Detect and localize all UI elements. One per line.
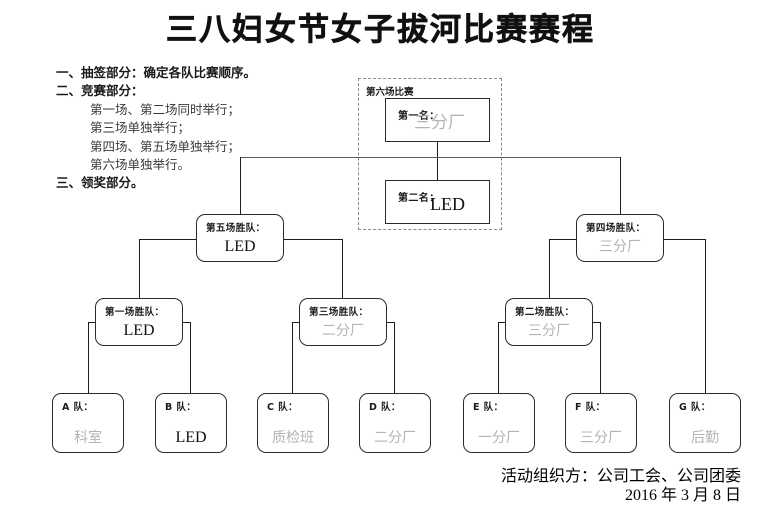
node-second-place-value: LED [430, 194, 465, 214]
connector-g3-right-arm [386, 322, 395, 323]
node-quarterfinal-game2-value: 三分厂 [528, 323, 570, 339]
final-round-group [358, 78, 502, 230]
node-second-place-caption: 第二名： [398, 193, 440, 204]
connector-g3-left-arm [292, 322, 300, 323]
node-semifinal-game4-value: 三分厂 [599, 239, 641, 255]
connector-g1-right-arm [182, 322, 191, 323]
rule-item-4: 第三场单独举行； [90, 120, 191, 136]
connector-g4-left-arm [549, 239, 577, 240]
node-team-a-value: 科室 [74, 430, 102, 446]
node-team-b: B 队： LED [155, 393, 227, 453]
node-team-g-caption: G 队： [679, 402, 711, 413]
rule-item-7: 三、领奖部分。 [56, 175, 144, 191]
connector-g5-left-drop [139, 239, 140, 300]
rule-item-3: 第一场、第二场同时举行； [90, 101, 241, 117]
rule-item-2: 二、竞赛部分： [56, 83, 144, 99]
page-title: 三八妇女节女子拔河比赛赛程 [166, 12, 595, 49]
node-semifinal-game4: 第四场胜队： 三分厂 [576, 214, 664, 262]
connector-g1-to-team-a [88, 322, 89, 394]
connector-g5-left-arm [139, 239, 197, 240]
footer-date: 2016 年 3 月 8 日 [624, 487, 741, 504]
node-team-d: D 队： 二分厂 [359, 393, 431, 453]
node-team-e: E 队： 一分厂 [463, 393, 535, 453]
node-first-place: 第一名： 三分厂 [385, 98, 490, 142]
connector-g4-left-drop [549, 239, 550, 300]
node-semifinal-game5-caption: 第五场胜队： [206, 223, 266, 234]
connector-g1-left-arm [88, 322, 96, 323]
connector-first-to-second [437, 141, 438, 180]
rules-list: 一、抽签部分：确定各队比赛顺序。 二、竞赛部分： 第一场、第二场同时举行； 第三… [56, 64, 356, 193]
node-semifinal-game5: 第五场胜队： LED [196, 214, 284, 262]
footer-organizer: 活动组织方：公司工会、公司团委 [500, 468, 741, 485]
connector-g5-right-arm [283, 239, 342, 240]
node-team-f: F 队： 三分厂 [565, 393, 637, 453]
node-team-c-value: 质检班 [272, 430, 314, 446]
node-quarterfinal-game1-value: LED [123, 322, 155, 339]
node-quarterfinal-game3-value: 二分厂 [322, 323, 364, 339]
connector-semifinal-right-drop [620, 157, 621, 216]
node-team-g: G 队： 后勤 [669, 393, 741, 453]
connector-g4-to-team-g [705, 239, 706, 394]
node-team-d-value: 二分厂 [374, 430, 416, 446]
connector-g5-right-drop [342, 239, 343, 300]
node-semifinal-game5-value: LED [224, 238, 256, 255]
node-team-c-caption: C 队： [267, 402, 298, 413]
rule-item-1: 一、抽签部分：确定各队比赛顺序。 [56, 65, 257, 80]
connector-semifinal-crossbar [240, 157, 621, 158]
node-team-a: A 队： 科室 [52, 393, 124, 453]
node-quarterfinal-game1-caption: 第一场胜队： [105, 307, 165, 318]
node-team-c: C 队： 质检班 [257, 393, 329, 453]
node-team-b-value: LED [175, 429, 207, 446]
connector-g2-right-arm [592, 322, 601, 323]
final-round-group-label: 第六场比赛 [366, 87, 414, 98]
node-quarterfinal-game2: 第二场胜队： 三分厂 [505, 298, 593, 346]
node-team-f-caption: F 队： [575, 402, 606, 413]
node-team-a-caption: A 队： [62, 402, 94, 413]
node-team-b-caption: B 队： [165, 402, 197, 413]
node-quarterfinal-game1: 第一场胜队： LED [95, 298, 183, 346]
node-team-g-value: 后勤 [691, 430, 719, 446]
rule-item-5: 第四场、第五场单独举行； [90, 138, 241, 154]
node-quarterfinal-game3-caption: 第三场胜队： [309, 307, 369, 318]
node-quarterfinal-game3: 第三场胜队： 二分厂 [299, 298, 387, 346]
connector-g3-to-team-c [292, 322, 293, 394]
node-first-place-value: 三分厂 [414, 113, 465, 133]
connector-g2-to-team-f [600, 322, 601, 394]
node-team-f-value: 三分厂 [580, 430, 622, 446]
connector-g1-to-team-b [190, 322, 191, 394]
node-first-place-caption: 第一名： [398, 111, 440, 122]
connector-g2-to-team-e [498, 322, 499, 394]
rule-item-6: 第六场单独举行。 [90, 157, 191, 173]
node-quarterfinal-game2-caption: 第二场胜队： [515, 307, 575, 318]
node-team-d-caption: D 队： [369, 402, 401, 413]
connector-g4-right-arm [663, 239, 705, 240]
node-team-e-caption: E 队： [473, 402, 504, 413]
node-semifinal-game4-caption: 第四场胜队： [586, 223, 646, 234]
connector-semifinal-left-drop [240, 157, 241, 216]
node-team-e-value: 一分厂 [478, 430, 520, 446]
connector-g2-left-arm [498, 322, 506, 323]
connector-g3-to-team-d [394, 322, 395, 394]
node-second-place: 第二名： LED [385, 180, 490, 224]
